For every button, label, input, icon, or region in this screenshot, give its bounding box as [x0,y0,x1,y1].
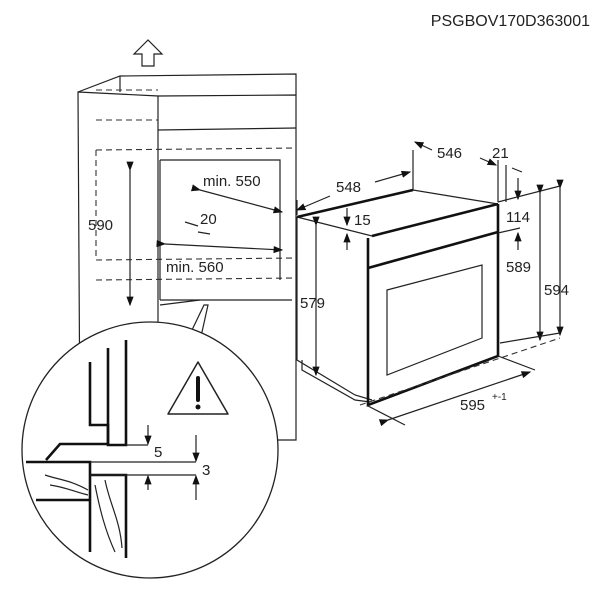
detail-circle [21,321,279,579]
oven-depth-total-label: 548 [336,179,361,196]
niche-height-label: 590 [88,217,113,234]
niche-min-depth-label: min. 550 [203,173,261,190]
detail-gap-top-label: 5 [154,444,162,461]
oven-side-height-label: 579 [300,295,325,312]
oven-width-tolerance-label: +-1 [492,392,507,403]
oven-front-thickness-label: 21 [492,145,509,162]
product-code: PSGBOV170D363001 [431,13,590,30]
warning-triangle-icon [167,361,229,415]
oven-front-height-label: 594 [544,282,569,299]
detail-gap-bottom-label: 3 [202,462,210,479]
niche-gap-label: 20 [200,211,217,228]
oven-panel-height-label: 114 [506,209,530,226]
oven [295,141,564,427]
up-arrow-icon [132,39,164,67]
cabinet [77,73,297,441]
oven-width-label: 595 [460,397,485,414]
oven-depth-body-label: 546 [437,145,462,162]
oven-body-height-label: 589 [506,259,531,276]
niche-min-width-label: min. 560 [166,259,224,276]
oven-top-offset-label: 15 [354,212,371,229]
